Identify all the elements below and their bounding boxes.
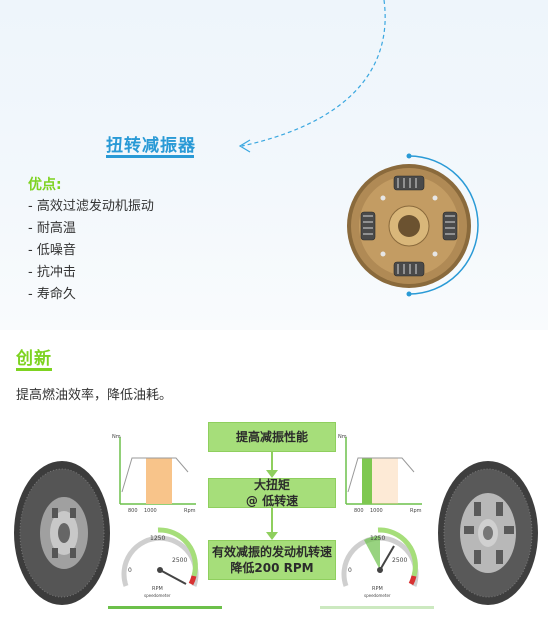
arrow-down-icon: [266, 508, 278, 540]
right-gauge-tick: 2500: [392, 557, 407, 564]
flow-box-torque-line2: @ 低转速: [245, 494, 299, 508]
left-gauge-tick: 0: [128, 567, 132, 574]
left-gauge-unit: RPM: [152, 586, 163, 592]
left-chart-y-label: Nm: [112, 434, 121, 440]
flow-box-torque: 大扭矩 @ 低转速: [208, 478, 336, 508]
damper-title: 扭转减振器: [106, 136, 196, 156]
torsional-damper-image: [343, 150, 483, 304]
flow-box-damping-text: 提高减振性能: [235, 430, 308, 444]
left-chart-x-tick: 800: [128, 508, 138, 514]
innovation-title: 创新: [16, 349, 52, 369]
advantages-list: - 高效过滤发动机振动 - 耐高温 - 低噪音 - 抗冲击 - 寿命久: [28, 196, 154, 306]
right-gauge-unit: RPM: [372, 586, 383, 592]
innovation-title-underline: [16, 368, 52, 371]
advantage-item: - 高效过滤发动机振动: [28, 199, 154, 214]
right-gauge-tick: 0: [348, 567, 352, 574]
right-chart-x-tick: 800: [354, 508, 364, 514]
advantage-item: - 低噪音: [28, 243, 76, 258]
left-gauge-tick: 1250: [150, 535, 165, 542]
right-chart-x-label: Rpm: [410, 508, 422, 514]
advantages-label: 优点:: [28, 177, 62, 193]
left-gauge-tick: 2500: [172, 557, 187, 564]
flow-box-damping: 提高减振性能: [208, 422, 336, 452]
advantage-item: - 抗冲击: [28, 265, 76, 280]
damper-title-underline: [106, 155, 194, 158]
right-rpm-gauge: 0 1250 2500 RPM speedometer: [341, 527, 419, 598]
bottom-line-right: [320, 606, 434, 609]
flow-box-rpm: 有效减振的发动机转速 降低200 RPM: [208, 540, 336, 580]
right-gauge-tick: 1250: [370, 535, 385, 542]
flow-box-rpm-line2: 降低200 RPM: [230, 561, 314, 575]
left-chart-x-label: Rpm: [184, 508, 196, 514]
left-chart-highlight-bar: [146, 458, 172, 504]
dashed-curve-arrow: [238, 0, 386, 153]
right-chart-x-tick: 1000: [370, 508, 383, 514]
advantage-item: - 寿命久: [28, 287, 76, 302]
right-chart-y-label: Nm: [338, 434, 347, 440]
left-torque-chart: Nm Rpm 800 1000: [112, 434, 196, 514]
left-rpm-gauge: 0 1250 2500 RPM speedometer: [121, 527, 199, 598]
left-clutch-disc-image: [14, 461, 110, 605]
arrow-down-icon: [266, 452, 278, 478]
flow-box-rpm-line1: 有效减振的发动机转速: [211, 545, 332, 559]
flow-box-torque-line1: 大扭矩: [253, 478, 290, 492]
left-chart-x-tick: 1000: [144, 508, 157, 514]
left-gauge-caption: speedometer: [144, 593, 171, 598]
advantage-item: - 耐高温: [28, 221, 76, 236]
innovation-description: 提高燃油效率，降低油耗。: [16, 388, 173, 403]
right-chart-highlight-bar: [362, 458, 372, 504]
right-gauge-caption: speedometer: [364, 593, 391, 598]
bottom-line-left: [108, 606, 222, 609]
right-torque-chart: Nm Rpm 800 1000: [338, 434, 422, 514]
right-clutch-disc-image: [438, 461, 538, 605]
innovation-diagram: Nm Rpm 800 1000 Nm Rpm 800 1000 0 1250 2…: [0, 418, 548, 628]
